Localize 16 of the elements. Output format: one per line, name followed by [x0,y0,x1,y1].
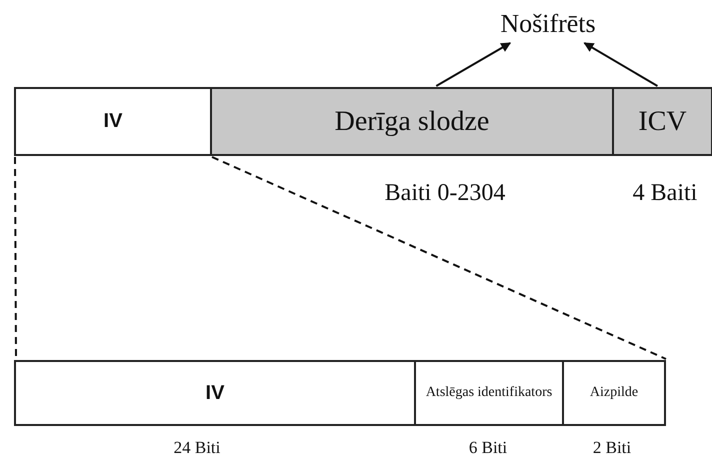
size-label: Baiti 0-2304 [384,180,506,207]
field-box: Atslēgas identifikators [414,360,564,426]
arrow [584,42,658,87]
expansion-line [14,157,17,359]
field-box: Aizpilde [562,360,666,426]
field-box: IV [14,87,212,156]
field-box: ICV [612,87,712,156]
arrow [436,42,512,87]
field-box: Derīga slodze [210,87,614,156]
field-box: IV [14,360,416,426]
size-label: 2 Biti [592,438,632,458]
size-label: 4 Baiti [632,180,698,207]
size-label: 24 Biti [174,438,220,458]
size-label: 6 Biti [468,438,508,458]
encrypted-label: Nošifrēts [478,6,618,42]
expansion-line [212,156,666,360]
